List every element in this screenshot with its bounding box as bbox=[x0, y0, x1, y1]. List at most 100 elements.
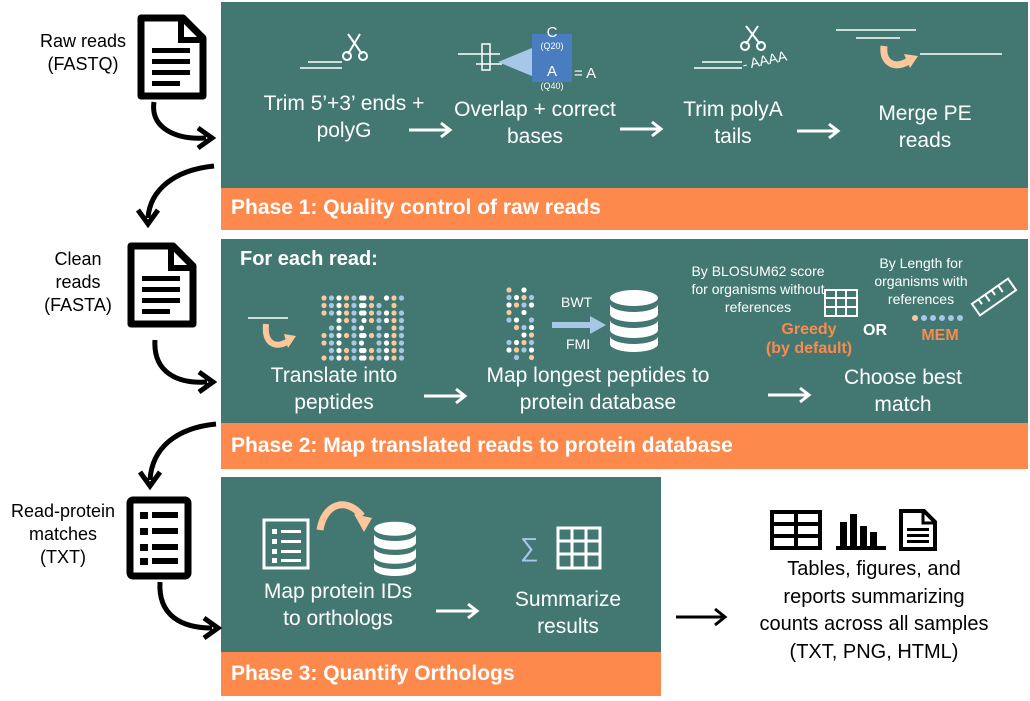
or-label: OR bbox=[863, 322, 887, 339]
output-table-icon bbox=[770, 510, 822, 550]
peptide-dot bbox=[351, 310, 357, 316]
database-icon bbox=[610, 290, 658, 352]
greedy-default-label: Greedy (by default) bbox=[765, 321, 853, 357]
peptide-dot bbox=[358, 340, 365, 346]
phase3-panel bbox=[221, 477, 661, 652]
ortholog-database-icon bbox=[374, 521, 416, 576]
peptide-dot bbox=[398, 325, 405, 331]
trim-polya-icon bbox=[694, 25, 766, 69]
matches-label: Read-protein matches (TXT) bbox=[10, 501, 116, 567]
bwt-label: BWT bbox=[561, 294, 593, 310]
overlap-correct-label: Overlap + correct bases bbox=[454, 98, 616, 148]
peptide-dot bbox=[391, 347, 397, 354]
peptide-dot bbox=[361, 355, 367, 361]
peptide-dot bbox=[506, 317, 512, 323]
peptide-dot bbox=[343, 332, 350, 339]
peptide-dot bbox=[398, 317, 405, 324]
raw-reads-label: Raw reads (FASTQ) bbox=[39, 31, 127, 74]
list-document-icon bbox=[126, 496, 192, 580]
peptide-dot bbox=[321, 302, 327, 309]
output-description: Tables, figures, and reports summarizing… bbox=[759, 558, 989, 663]
peptide-dot bbox=[376, 302, 382, 309]
peptide-dot bbox=[506, 294, 512, 301]
peptide-dot bbox=[391, 295, 397, 301]
curved-arrow-5-icon bbox=[157, 581, 223, 641]
peptide-dot bbox=[336, 347, 342, 354]
peptide-dot bbox=[521, 347, 527, 353]
translate-label: Translate into peptides bbox=[270, 364, 398, 414]
peptide-dot bbox=[521, 332, 527, 338]
arrow-p2-2-icon bbox=[768, 386, 812, 404]
peptide-dot bbox=[506, 339, 512, 346]
peptide-dot bbox=[513, 294, 520, 301]
fasta-document-icon bbox=[127, 242, 197, 328]
phase1-title-bar: Phase 1: Quality control of raw reads bbox=[221, 188, 1028, 230]
peptide-dot bbox=[383, 355, 390, 361]
peptide-dot bbox=[328, 347, 335, 354]
peptide-dot bbox=[351, 302, 357, 309]
trim-polya-label: Trim polyA tails bbox=[683, 98, 783, 148]
peptide-dot bbox=[528, 324, 535, 331]
mem-dot bbox=[921, 315, 927, 321]
curved-arrow-3-icon bbox=[152, 339, 218, 395]
peptide-dot bbox=[513, 354, 520, 361]
arrow-p1-2-icon bbox=[620, 120, 664, 138]
trim-ends-label: Trim 5’+3’ ends + polyG bbox=[263, 92, 425, 142]
report-document-icon bbox=[899, 509, 937, 551]
peptide-dot bbox=[368, 332, 375, 339]
peptide-dot bbox=[391, 310, 397, 316]
peptide-dot bbox=[328, 355, 335, 361]
peptide-dot bbox=[343, 302, 350, 309]
peptide-dot bbox=[376, 355, 382, 361]
mem-dot bbox=[948, 315, 954, 321]
peptide-dot bbox=[376, 317, 382, 324]
mem-dot bbox=[939, 315, 945, 321]
peptide-dot bbox=[521, 302, 527, 308]
choose-best-match-label: Choose best match bbox=[844, 366, 962, 416]
ruler-icon bbox=[970, 277, 1018, 317]
bwt-fmi-arrow-icon bbox=[552, 316, 606, 334]
peptide-dot bbox=[368, 302, 375, 309]
mem-label: MEM bbox=[921, 327, 959, 344]
peptide-dot bbox=[513, 347, 520, 353]
peptide-column-icon bbox=[506, 287, 535, 361]
arrow-p1-1-icon bbox=[409, 121, 453, 139]
peptide-dot bbox=[343, 295, 350, 301]
peptide-dot bbox=[361, 295, 367, 301]
peptide-dot bbox=[351, 347, 357, 354]
peptide-dot bbox=[528, 339, 535, 346]
peptide-dot bbox=[351, 317, 357, 324]
peptide-dot bbox=[376, 310, 382, 316]
peptide-dot bbox=[343, 347, 350, 354]
peptide-dot bbox=[336, 355, 342, 361]
peptide-dot bbox=[336, 325, 342, 331]
peptide-dot bbox=[358, 325, 365, 331]
peptide-dot bbox=[351, 325, 357, 331]
curved-orange-arrow-icon bbox=[316, 501, 372, 532]
overlap-bases-icon bbox=[458, 34, 572, 82]
peptide-dot bbox=[343, 310, 350, 316]
peptide-dot bbox=[528, 294, 535, 301]
peptide-dot bbox=[328, 302, 335, 309]
peptide-dot bbox=[376, 325, 382, 331]
peptide-dot bbox=[343, 317, 350, 324]
peptide-dot bbox=[521, 309, 527, 316]
peptide-dot bbox=[328, 310, 335, 316]
translate-peptides-icon bbox=[248, 295, 405, 361]
merge-pe-label: Merge PE reads bbox=[878, 102, 972, 152]
peptide-dot bbox=[506, 302, 512, 308]
peptide-dot bbox=[336, 302, 342, 309]
peptide-dot bbox=[506, 287, 512, 293]
peptide-dot bbox=[336, 340, 342, 346]
peptide-dot bbox=[361, 347, 367, 354]
peptide-dot bbox=[328, 295, 335, 301]
blosum-description: By BLOSUM62 score for organisms without … bbox=[691, 263, 825, 315]
peptide-dot bbox=[376, 340, 382, 346]
peptide-dot bbox=[351, 295, 357, 301]
peptide-dot bbox=[383, 347, 390, 354]
peptide-dot bbox=[383, 295, 390, 301]
peptide-dot bbox=[368, 355, 375, 361]
peptide-dot bbox=[391, 317, 397, 324]
map-peptides-label: Map longest peptides to protein database bbox=[486, 364, 710, 414]
summary-table-icon bbox=[556, 526, 602, 570]
